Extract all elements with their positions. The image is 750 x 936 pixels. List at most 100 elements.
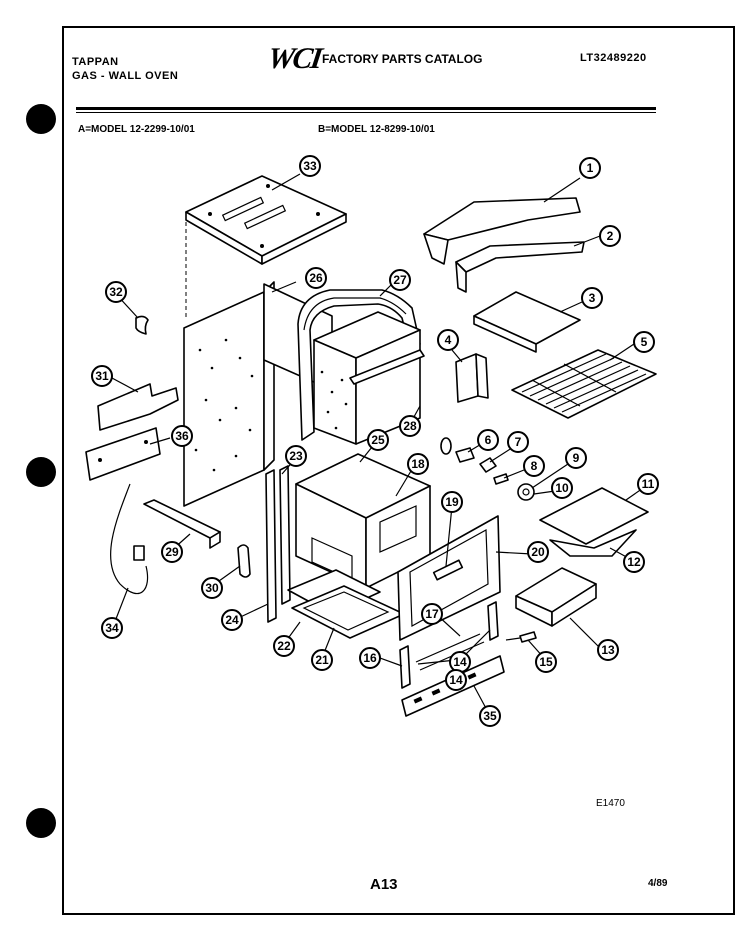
svg-text:31: 31: [95, 369, 109, 383]
callout-28: 28: [399, 415, 421, 437]
page-number: A13: [370, 876, 398, 893]
part-plate: [473, 291, 581, 353]
svg-text:36: 36: [175, 429, 189, 443]
callout-7: 7: [507, 431, 529, 453]
part-light-bracket: [455, 353, 489, 403]
svg-text:7: 7: [515, 435, 522, 449]
callout-5: 5: [633, 331, 655, 353]
callout-23: 23: [285, 445, 307, 467]
callout-14a: 14: [449, 651, 471, 673]
part-mounting-bracket: [97, 383, 179, 431]
callout-16: 16: [359, 647, 381, 669]
part-clip: [135, 315, 149, 335]
part-latch: [237, 544, 251, 578]
product-name: GAS - WALL OVEN: [72, 70, 179, 82]
part-baffle: [455, 241, 585, 293]
part-broiler-cover: [539, 487, 649, 557]
part-bottom-rail: [143, 499, 221, 549]
part-drip-tray: [515, 567, 597, 627]
part-screw: [505, 631, 537, 643]
page-border: [62, 26, 735, 915]
svg-text:14: 14: [449, 673, 463, 687]
svg-text:8: 8: [531, 459, 538, 473]
svg-text:19: 19: [445, 495, 459, 509]
header-rule-thick: [76, 107, 656, 110]
svg-text:13: 13: [601, 643, 615, 657]
svg-text:12: 12: [627, 555, 641, 569]
part-oven-rack: [511, 349, 657, 419]
callout-33: 33: [299, 155, 321, 177]
callout-8: 8: [523, 455, 545, 477]
svg-text:6: 6: [485, 433, 492, 447]
callout-21: 21: [311, 649, 333, 671]
model-b-label: B=MODEL 12-8299-10/01: [318, 124, 435, 135]
callout-24: 24: [221, 609, 243, 631]
callout-22: 22: [273, 635, 295, 657]
svg-text:24: 24: [225, 613, 239, 627]
svg-text:22: 22: [277, 639, 291, 653]
callout-11: 11: [637, 473, 659, 495]
svg-text:1: 1: [587, 161, 594, 175]
callout-32: 32: [105, 281, 127, 303]
binder-hole-bottom: [26, 808, 56, 838]
callout-20: 20: [527, 541, 549, 563]
callout-30: 30: [201, 577, 223, 599]
callout-12: 12: [623, 551, 645, 573]
binder-hole-middle: [26, 457, 56, 487]
svg-text:5: 5: [641, 335, 648, 349]
part-top-panel: [185, 175, 347, 265]
svg-text:29: 29: [165, 545, 179, 559]
catalog-number: LT32489220: [580, 52, 647, 64]
brand-name: TAPPAN: [72, 56, 119, 68]
part-oven-liner: [295, 453, 431, 589]
svg-text:18: 18: [411, 457, 425, 471]
svg-text:27: 27: [393, 273, 407, 287]
callout-36: 36: [171, 425, 193, 447]
svg-text:34: 34: [105, 621, 119, 635]
svg-text:15: 15: [539, 655, 553, 669]
callout-1: 1: [579, 157, 601, 179]
svg-text:20: 20: [531, 545, 545, 559]
callout-34: 34: [101, 617, 123, 639]
svg-text:28: 28: [403, 419, 417, 433]
callout-17: 17: [421, 603, 443, 625]
callout-31: 31: [91, 365, 113, 387]
svg-text:25: 25: [371, 433, 385, 447]
callout-9: 9: [565, 447, 587, 469]
callout-3: 3: [581, 287, 603, 309]
svg-text:14: 14: [453, 655, 467, 669]
callout-2: 2: [599, 225, 621, 247]
callout-13: 13: [597, 639, 619, 661]
binder-hole-top: [26, 104, 56, 134]
callout-27: 27: [389, 269, 411, 291]
callout-14b: 14: [445, 669, 467, 691]
part-bracket: [349, 349, 425, 385]
svg-text:17: 17: [425, 607, 439, 621]
svg-text:4: 4: [445, 333, 452, 347]
svg-text:30: 30: [205, 581, 219, 595]
callout-4: 4: [437, 329, 459, 351]
svg-text:23: 23: [289, 449, 303, 463]
part-shield: [423, 197, 581, 265]
callout-35: 35: [479, 705, 501, 727]
part-side-trim: [265, 465, 291, 623]
catalog-title: FACTORY PARTS CATALOG: [322, 52, 483, 66]
svg-text:9: 9: [573, 451, 580, 465]
svg-text:21: 21: [315, 653, 329, 667]
callout-6: 6: [477, 429, 499, 451]
model-a-label: A=MODEL 12-2299-10/01: [78, 124, 195, 135]
callout-10: 10: [551, 477, 573, 499]
svg-text:16: 16: [363, 651, 377, 665]
callout-19: 19: [441, 491, 463, 513]
svg-text:35: 35: [483, 709, 497, 723]
svg-text:10: 10: [555, 481, 569, 495]
header-rule-thin: [76, 112, 656, 113]
part-bottom-pan: [287, 569, 405, 639]
svg-text:32: 32: [109, 285, 123, 299]
svg-text:2: 2: [607, 229, 614, 243]
svg-text:33: 33: [303, 159, 317, 173]
part-knob-hardware: [440, 437, 535, 501]
svg-text:26: 26: [309, 271, 323, 285]
